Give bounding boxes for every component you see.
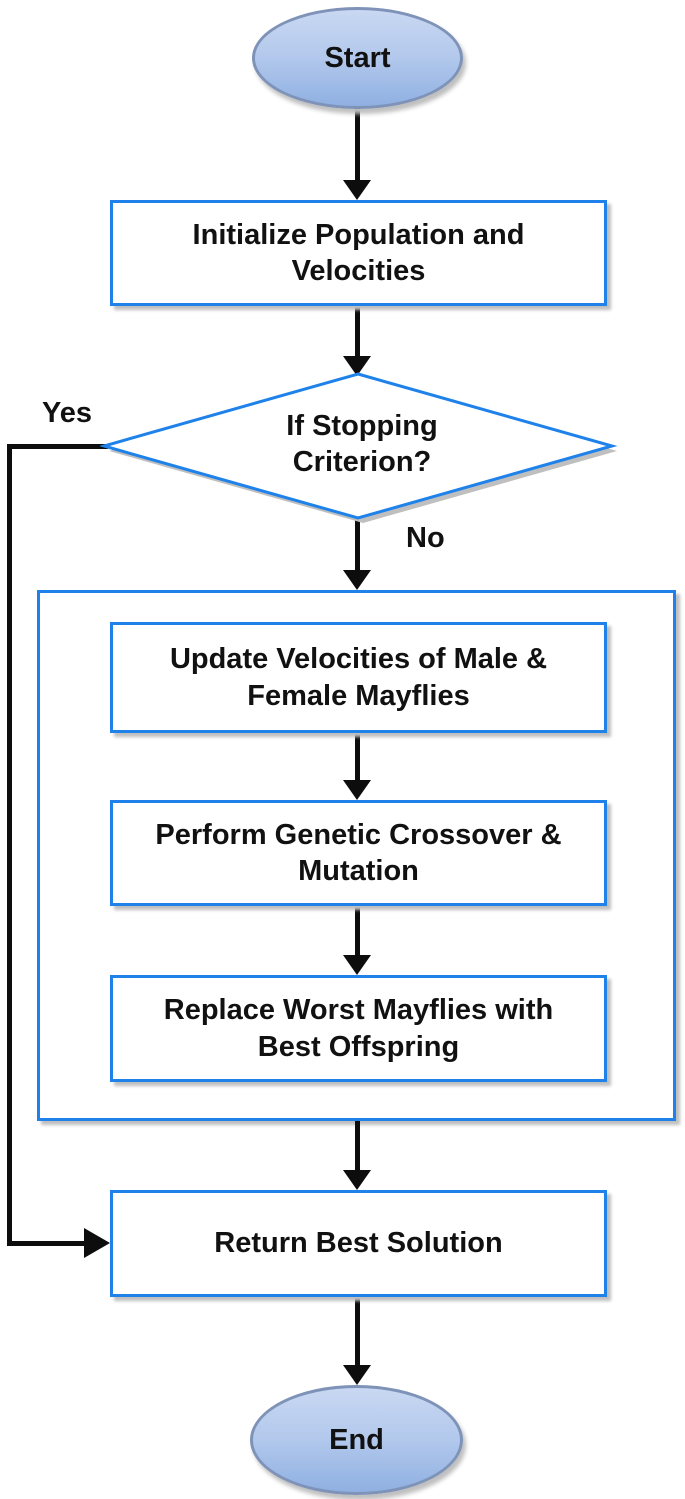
edge-loop-return-arrowhead-icon [343, 1170, 371, 1190]
yes-edge-arrowhead-icon [84, 1228, 110, 1258]
yes-edge-top-segment [7, 444, 108, 449]
edge-update-crossover [355, 733, 360, 780]
update-velocities-node: Update Velocities of Male & Female Mayfl… [110, 622, 607, 733]
initialize-population-node: Initialize Population and Velocities [110, 200, 607, 306]
end-node-label: End [329, 1423, 384, 1456]
replace-worst-label: Replace Worst Mayflies with Best Offspri… [163, 994, 554, 1063]
start-node: Start [252, 7, 463, 109]
yes-edge-bottom-segment [7, 1241, 86, 1246]
yes-edge-label: Yes [42, 397, 92, 429]
no-edge-arrowhead-icon [343, 570, 371, 590]
initialize-population-label: Initialize Population and Velocities [192, 218, 525, 287]
no-edge-label: No [406, 522, 445, 554]
replace-worst-node: Replace Worst Mayflies with Best Offspri… [110, 975, 607, 1082]
genetic-crossover-node: Perform Genetic Crossover & Mutation [110, 800, 607, 906]
no-edge [355, 520, 360, 570]
edge-update-crossover-arrowhead-icon [343, 780, 371, 800]
end-node: End [250, 1385, 463, 1495]
edge-initialize-decision [355, 306, 360, 356]
edge-return-end [355, 1297, 360, 1365]
update-velocities-label: Update Velocities of Male & Female Mayfl… [169, 643, 548, 712]
stopping-criterion-decision-node [98, 370, 624, 526]
genetic-crossover-label: Perform Genetic Crossover & Mutation [155, 818, 562, 887]
edge-return-end-arrowhead-icon [343, 1365, 371, 1385]
edge-crossover-replace-arrowhead-icon [343, 955, 371, 975]
edge-crossover-replace [355, 906, 360, 955]
return-best-solution-label: Return Best Solution [214, 1227, 503, 1260]
edge-loop-return [355, 1121, 360, 1170]
return-best-solution-node: Return Best Solution [110, 1190, 607, 1297]
edge-start-initialize-arrowhead-icon [343, 180, 371, 200]
decision-diamond-outline [98, 372, 618, 520]
decision-diamond-shape [98, 372, 618, 523]
yes-edge-vertical-segment [7, 444, 12, 1246]
edge-initialize-decision-arrowhead-icon [343, 356, 371, 376]
edge-start-initialize [355, 108, 360, 180]
start-node-label: Start [324, 41, 391, 74]
stopping-criterion-decision-label: If Stopping Criterion? [286, 409, 438, 478]
